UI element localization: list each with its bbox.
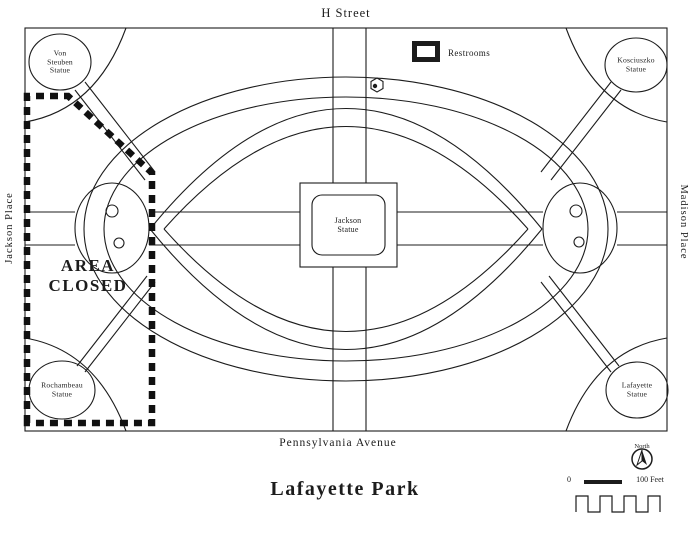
kosciuszko-statue-circle [604, 37, 668, 93]
statue-label-von-steuben: Von Steuben Statue [47, 48, 73, 75]
statue-label-rochambeau: Rochambeau Statue [41, 380, 83, 398]
area-closed-line1: AREA [60, 256, 116, 275]
statue-label-jackson: Jackson Statue [334, 216, 362, 234]
drinking-fountain-dot [372, 83, 378, 89]
street-label-jackson-place: Jackson Place [4, 192, 16, 264]
park-paths [24, 27, 669, 432]
lens-walk-arcs [149, 107, 543, 351]
corner-walks [24, 27, 668, 432]
street-label-h-street: H Street [321, 6, 371, 20]
north-label: North [634, 443, 650, 450]
area-closed-line2: CLOSED [48, 275, 128, 295]
scale-max-label: 100 Feet [636, 475, 664, 484]
map-title: Lafayette Park [270, 478, 420, 500]
north-south-walk [332, 28, 367, 431]
statue-label-kosciuszko: Kosciuszko Statue [617, 55, 655, 73]
outer-ring-walk [83, 76, 609, 382]
park-boundary [24, 27, 668, 432]
restrooms-label: Restrooms [448, 48, 491, 58]
closure-dashed-boundary [23, 92, 156, 427]
street-label-madison-place: Madison Place [677, 184, 689, 260]
statue-label-lafayette: Lafayette Statue [621, 380, 653, 398]
north-compass [631, 448, 653, 470]
east-west-walk [25, 211, 667, 246]
central-plaza [299, 182, 398, 268]
von-steuben-statue-circle [28, 33, 92, 91]
lafayette-statue-circle [605, 361, 669, 419]
scale-zero-label: 0 [567, 475, 571, 484]
restrooms-marker [412, 41, 440, 62]
east-fountain-oval [542, 182, 618, 274]
drinking-fountain-hexagon [370, 77, 384, 93]
area-closed-label: AREA CLOSED [49, 256, 128, 295]
street-label-pennsylvania-avenue: Pennsylvania Avenue [279, 437, 397, 449]
scale-bar-graphic [575, 480, 661, 513]
